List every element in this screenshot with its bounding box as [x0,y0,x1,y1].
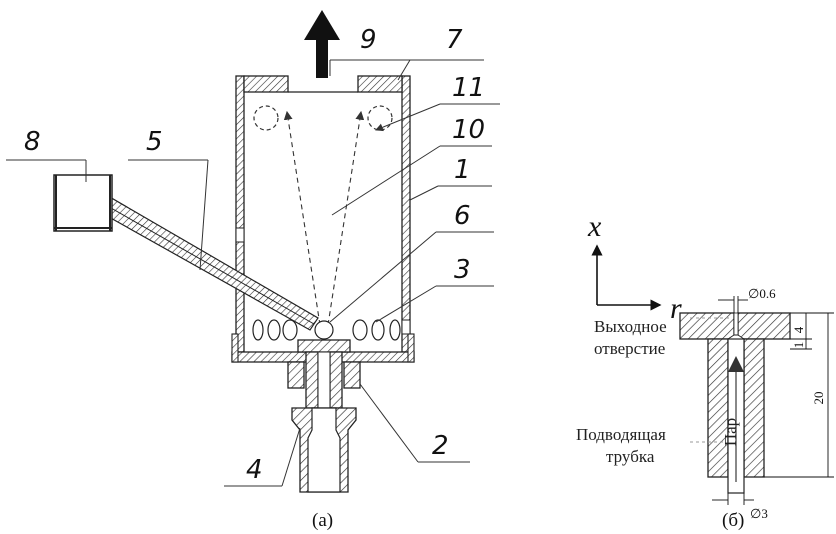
label-8: 8 [24,127,41,157]
spray-cone [283,110,365,326]
outlet-arrow [304,10,340,78]
label-6: 6 [454,201,471,231]
steam-label: Пар [721,418,740,446]
figure-b: x r Пар [576,210,834,531]
leader-lines [6,59,500,487]
dim-total: 20 [811,392,826,405]
label-5: 5 [146,127,163,157]
axis-r-label: r [670,292,682,325]
caption-b: (б) [722,510,744,531]
dim-base: ∅3 [750,506,768,521]
label-7: 7 [446,25,463,55]
nozzle-assembly [287,320,361,409]
label-2: 2 [432,431,449,461]
label-3: 3 [454,255,471,285]
label-9: 9 [360,25,377,55]
label-10: 10 [452,115,485,145]
label-4: 4 [246,455,263,485]
outlet-label-line2: отверстие [594,339,665,358]
dim-small: 1 [791,342,806,349]
cylinder-body [235,75,411,353]
vortex-left [253,105,279,131]
label-11: 11 [452,73,485,103]
part-numbers: 8 5 9 7 11 10 1 6 3 2 4 [24,25,485,485]
callout-dashes [690,317,732,443]
coordinate-axes [591,244,662,311]
dimension-lines [712,296,834,505]
dim-top: 4 [791,326,806,333]
nozzle-body: Пар [707,338,765,494]
air-holes [252,319,401,341]
supply-label-line2: трубка [606,447,655,466]
top-cover [243,75,403,93]
supply-label-line1: Подводящая [576,425,666,444]
dim-hole: ∅0.6 [748,286,776,301]
vortex-right [367,105,393,131]
outlet-label-line1: Выходное [594,317,667,336]
axis-x-label: x [587,210,602,243]
supply-pipe [291,407,357,493]
label-1: 1 [454,155,471,185]
figure-a: 8 5 9 7 11 10 1 6 3 2 4 (а) [6,10,500,531]
container [53,174,113,232]
nozzle-cap [679,312,791,340]
feed-tube [99,195,319,331]
caption-a: (а) [312,510,333,531]
